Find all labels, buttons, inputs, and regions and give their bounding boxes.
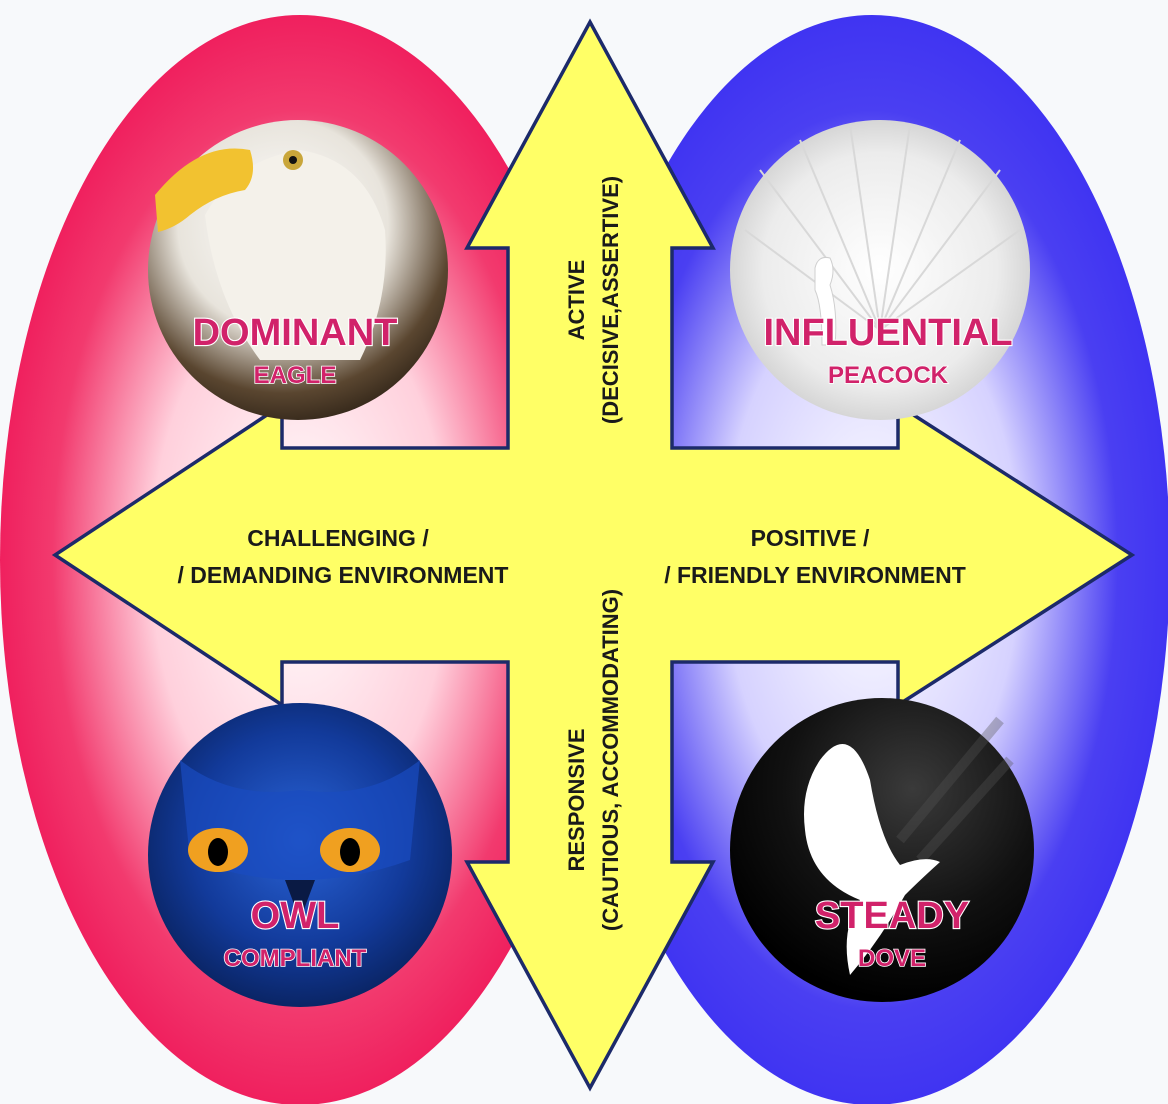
peacock-icon <box>730 120 1030 420</box>
dominant-label: DOMINANT <box>193 312 398 354</box>
peacock-label: PEACOCK <box>828 362 949 389</box>
influential-label: INFLUENTIAL <box>763 312 1012 354</box>
steady-label: STEADY <box>815 895 969 937</box>
demanding-environment-label: / DEMANDING ENVIRONMENT <box>178 562 509 588</box>
friendly-environment-label: / FRIENDLY ENVIRONMENT <box>664 562 966 588</box>
positive-label: POSITIVE / <box>751 525 870 551</box>
active-label: ACTIVE <box>564 260 589 341</box>
eagle-label: EAGLE <box>254 362 337 389</box>
compliant-label: COMPLIANT <box>224 945 367 972</box>
dove-icon <box>730 698 1034 1002</box>
decisive-assertive-label: (DECISIVE,ASSERTIVE) <box>598 176 623 424</box>
eagle-icon <box>148 120 448 420</box>
cautious-accommodating-label: (CAUTIOUS, ACCOMMODATING) <box>598 589 623 931</box>
responsive-label: RESPONSIVE <box>564 728 589 871</box>
dove-label: DOVE <box>858 945 926 972</box>
owl-icon <box>148 703 452 1007</box>
challenging-label: CHALLENGING / <box>247 525 429 551</box>
cross-arrows <box>51 18 1136 1092</box>
owl-label: OWL <box>251 895 340 937</box>
